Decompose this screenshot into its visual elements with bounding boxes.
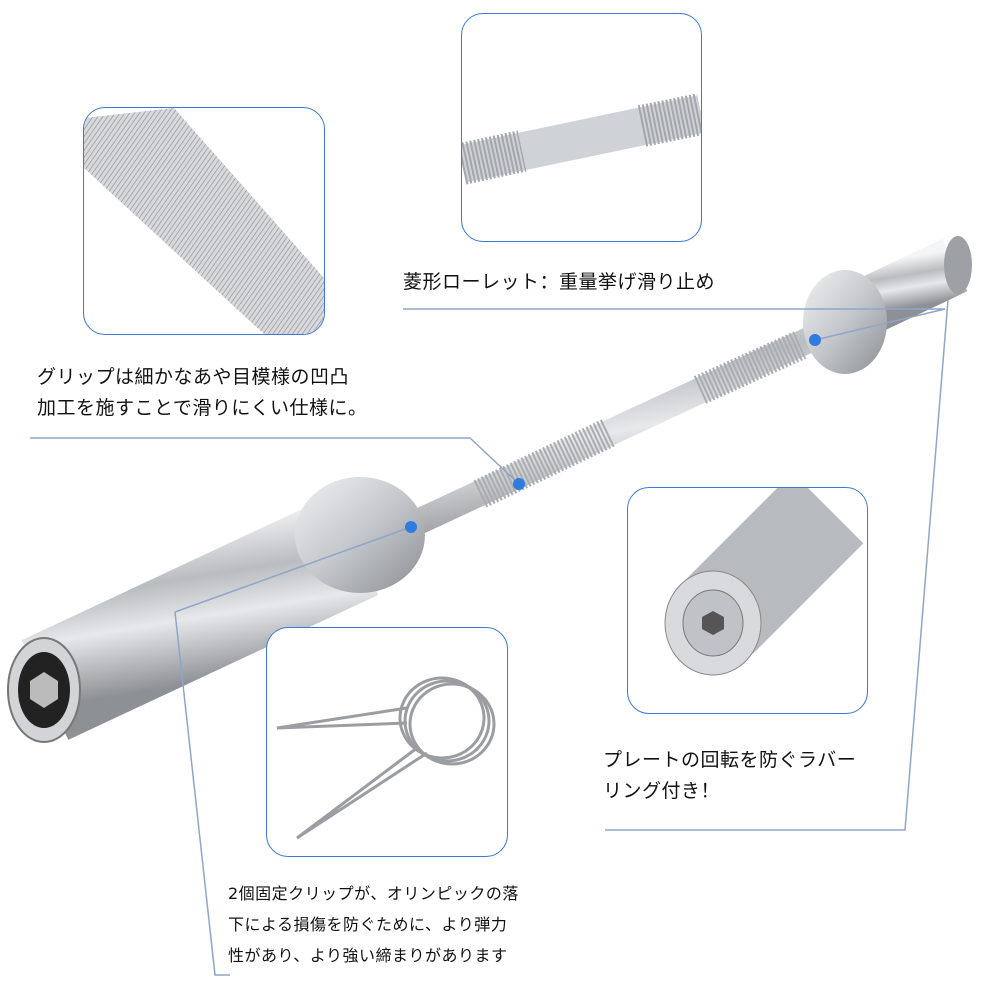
callout-dot — [405, 521, 417, 533]
callout-text: グリップは細かなあや目模様の凹凸 — [37, 366, 350, 388]
callout-knurling: 菱形ローレット：重量挙げ滑り止め — [403, 267, 715, 298]
callout-text: 性があり、より強い締まりがあります — [228, 946, 508, 965]
inset-knurled-sleeve — [83, 107, 325, 335]
callout-text: プレートの回転を防ぐラバー — [603, 749, 857, 771]
inset-spring-clip — [266, 627, 508, 857]
inset-sleeve-end — [627, 487, 868, 714]
callout-rubber-ring: プレートの回転を防ぐラバー リング付き！ — [603, 745, 856, 807]
left-collar — [295, 477, 425, 593]
callout-text: 2個固定クリップが、オリンピックの落 — [228, 884, 519, 903]
callout-text: 菱形ローレット：重量挙げ滑り止め — [403, 271, 716, 293]
knurl-section — [473, 418, 617, 508]
callout-text: 加工を施すことで滑りにくい仕様に。 — [37, 397, 368, 419]
leader-lines — [30, 299, 949, 976]
callout-text: リング付き！ — [603, 780, 721, 802]
bar-shaft — [384, 318, 836, 547]
hex-bolt-icon — [30, 672, 58, 708]
callout-dot — [809, 334, 821, 346]
callout-text: 下による損傷を防ぐために、より弾力 — [228, 915, 508, 934]
hex-bolt-icon — [702, 611, 724, 635]
right-collar — [803, 270, 887, 374]
callout-clips: 2個固定クリップが、オリンピックの落 下による損傷を防ぐために、より弾力 性があ… — [228, 878, 519, 971]
inset-knurled-grip — [461, 13, 702, 242]
left-sleeve — [21, 495, 379, 740]
callout-dot — [513, 478, 525, 490]
right-sleeve-end — [944, 236, 972, 294]
callout-grip: グリップは細かなあや目模様の凹凸 加工を施すことで滑りにくい仕様に。 — [37, 362, 368, 424]
